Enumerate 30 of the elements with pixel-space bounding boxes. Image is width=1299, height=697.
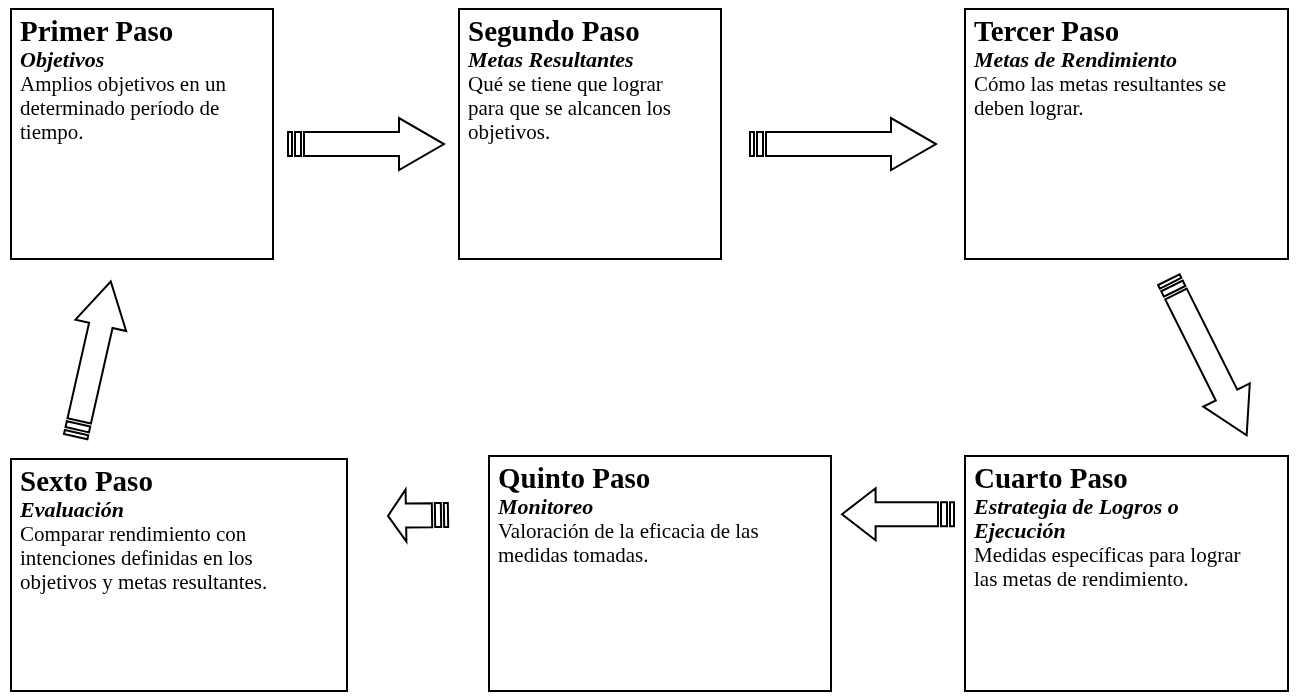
block-arrow (62, 279, 128, 441)
step-title: Tercer Paso (974, 16, 1121, 48)
step-description: Comparar rendimiento con intenciones definidas en los objetivos y metas resultantes. (20, 522, 269, 595)
process-box (488, 455, 832, 692)
step-description: Valoración de la eficacia de las medidas tomadas. (498, 519, 760, 568)
step-subtitle: Evaluación (20, 497, 125, 523)
step-title: Sexto Paso (20, 466, 154, 498)
process-box (10, 458, 348, 692)
step-subtitle: Estrategia de Logros o Ejecución (974, 494, 1180, 544)
block-arrow (749, 116, 938, 172)
step-description: Amplios objetivos en un determinado período de tiempo. (20, 72, 227, 145)
step-title: Segundo Paso (468, 16, 641, 48)
process-box (458, 8, 722, 260)
process-box (964, 455, 1289, 692)
step-description: Qué se tiene que lograr para que se alcancen los objetivos. (468, 72, 672, 145)
step-description: Cómo las metas resultantes se deben lograr. (974, 72, 1227, 121)
step-title: Primer Paso (20, 16, 175, 48)
process-box (964, 8, 1289, 260)
step-title: Cuarto Paso (974, 463, 1129, 495)
step-subtitle: Metas de Rendimiento (974, 47, 1178, 73)
step-title: Quinto Paso (498, 463, 652, 495)
block-arrow (1156, 272, 1251, 438)
block-arrow (287, 116, 446, 172)
block-arrow (386, 486, 450, 545)
block-arrow (840, 486, 955, 543)
step-subtitle: Monitoreo (498, 494, 595, 520)
step-subtitle: Objetivos (20, 47, 106, 73)
step-subtitle: Metas Resultantes (468, 47, 635, 73)
process-box (10, 8, 274, 260)
step-description: Medidas específicas para lograr las metas de rendimiento. (974, 543, 1242, 592)
